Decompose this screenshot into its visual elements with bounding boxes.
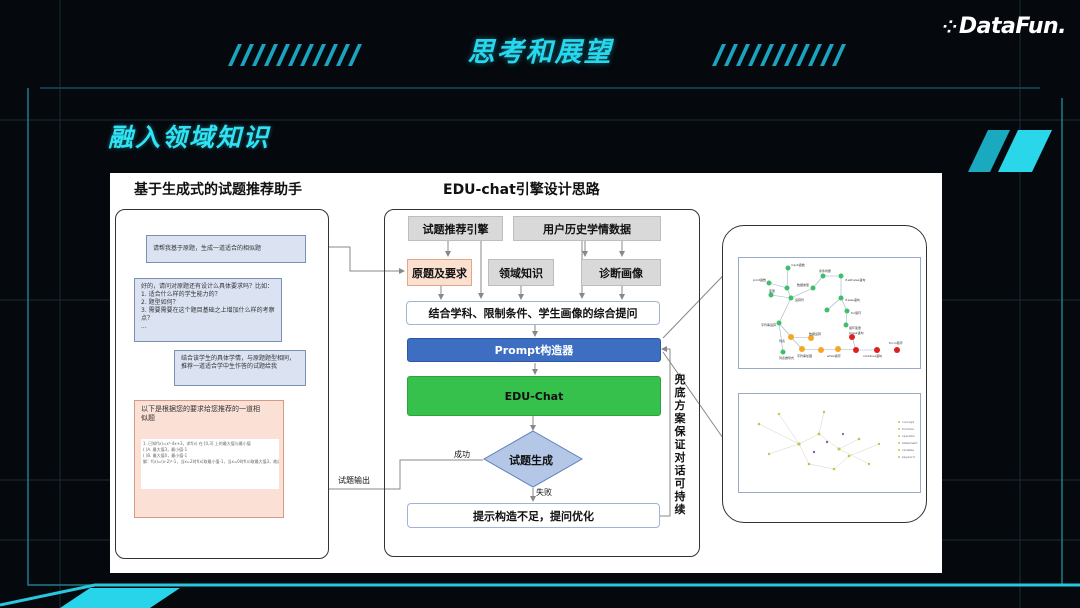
legend-label: keyword bbox=[902, 455, 915, 459]
assistant-bubble-2-line: 似题 bbox=[141, 414, 155, 422]
legend-label: function bbox=[902, 427, 914, 431]
engine-panel bbox=[384, 209, 700, 557]
assistant-bubble-1-line: 好的，请问对原题还有设计么具体要求吗？比如： bbox=[141, 283, 274, 290]
assistant-bubble-1-line: ... bbox=[141, 323, 147, 330]
left-panel-title: 基于生成式的试题推荐助手 bbox=[134, 182, 302, 198]
engine-box-domain-knowledge: 领域知识 bbox=[488, 259, 554, 286]
datafun-logo: ⁘DataFun. bbox=[942, 14, 1066, 39]
graph-label: 数据运算 bbox=[809, 331, 821, 336]
slide-title: 思考和展望 bbox=[467, 37, 613, 68]
title-stripes-right bbox=[712, 44, 846, 66]
logo-text: DataFun. bbox=[958, 14, 1067, 39]
knowledge-graph-bottom: concept function operator statement vari… bbox=[738, 393, 921, 493]
graph-label: if-elif-else语句 bbox=[845, 277, 865, 282]
graph-label: print函数 bbox=[753, 277, 766, 282]
legend-label: variable bbox=[902, 448, 914, 452]
success-label: 成功 bbox=[454, 450, 470, 459]
logo-mark-icon: ⁘ bbox=[942, 17, 957, 38]
section-title: 融入领域知识 bbox=[108, 123, 271, 152]
graph-nodes-red bbox=[849, 334, 900, 353]
title-stripes-left bbox=[228, 44, 362, 66]
assistant-bubble-1-line: 3. 需要需要在这个题目基础之上增加什么样的考察 bbox=[141, 307, 275, 314]
code-line: 1. 已知f(x)=x²-4x+3，求f(x) 在 [0,3] 上的最大值与最小… bbox=[143, 441, 251, 446]
graph-label: for循环 bbox=[851, 310, 861, 315]
graph-nodes-orange bbox=[788, 334, 841, 353]
engine-box-prompt-optimize: 提示构造不足，提问优化 bbox=[407, 503, 660, 528]
graph-nodes-green bbox=[766, 265, 850, 355]
decision-diamond bbox=[482, 430, 584, 488]
user-bubble-1-text: 请帮我基于原题，生成一道适合的相似题 bbox=[153, 245, 262, 252]
graph-label: 列表推导式 bbox=[779, 355, 794, 360]
legend-label: statement bbox=[902, 441, 918, 445]
fallback-vertical-text: 兜底方案保证对话可持续 bbox=[674, 373, 686, 516]
legend-label: concept bbox=[902, 420, 915, 424]
fail-label: 失败 bbox=[536, 488, 552, 497]
graph-label: input函数 bbox=[791, 262, 805, 267]
decision-label: 试题生成 bbox=[509, 454, 553, 467]
user-bubble-2-text: 结合该学生的具体学情，与原题题型相同，推荐一道适合学中生作答的试题给我 bbox=[181, 355, 296, 370]
engine-box-edu-chat: EDU-Chat bbox=[407, 376, 661, 416]
user-bubble-2: 结合该学生的具体学情，与原题题型相同，推荐一道适合学中生作答的试题给我 bbox=[174, 350, 306, 386]
engine-box-diagnosis: 诊断画像 bbox=[581, 259, 661, 286]
graph-label: break语句 bbox=[849, 330, 864, 335]
assistant-bubble-2-line: 以下是根据您的要求给您推荐的一道相 bbox=[141, 405, 260, 413]
output-label: 试题输出 bbox=[338, 476, 370, 485]
engine-box-prompt-builder: Prompt构造器 bbox=[407, 338, 661, 362]
graph-label: 运算符 bbox=[795, 297, 804, 302]
engine-box-history-data: 用户历史学情数据 bbox=[513, 216, 661, 241]
legend-label: operator bbox=[902, 434, 916, 438]
assistant-bubble-1-line: 点？ bbox=[141, 315, 154, 322]
knowledge-graph-bottom-svg: concept function operator statement vari… bbox=[757, 410, 918, 471]
graph-label: 数据类型 bbox=[797, 282, 809, 287]
code-line: ( )B. 最大值0，最小值-1 bbox=[143, 453, 188, 458]
graph-label: 变量 bbox=[769, 288, 775, 293]
graph-label: 字符串处理 bbox=[797, 353, 812, 358]
generated-question-code: 1. 已知f(x)=x²-4x+3，求f(x) 在 [0,3] 上的最大值与最小… bbox=[141, 439, 279, 489]
engine-box-combined-question: 结合学科、限制条件、学生画像的综合提问 bbox=[406, 301, 660, 325]
graph-label: continue语句 bbox=[863, 353, 882, 358]
code-line: 解：f(x)=(x-2)²-1，当x=2时f(x)取最小值-1，当x=0时f(x… bbox=[143, 459, 279, 464]
graph-label: 循环变量 bbox=[849, 325, 861, 330]
graph-label: while循环 bbox=[827, 353, 841, 358]
engine-box-original-question: 原题及要求 bbox=[407, 259, 472, 286]
middle-panel-title: EDU-chat引擎设计思路 bbox=[443, 182, 600, 198]
user-bubble-1: 请帮我基于原题，生成一道适合的相似题 bbox=[146, 235, 306, 263]
graph-label: 列表 bbox=[779, 338, 785, 343]
graph-label: 字符串运算 bbox=[761, 322, 776, 327]
chat-panel: 请帮我基于原题，生成一道适合的相似题 好的，请问对原题还有设计么具体要求吗？比如… bbox=[115, 209, 329, 559]
code-line: ( )A. 最大值3，最小值-1 bbox=[143, 447, 188, 452]
graph-label: for-in循环 bbox=[889, 340, 903, 345]
graph-label: 条件判断 bbox=[819, 268, 831, 273]
assistant-bubble-1-line: 2. 题型如何？ bbox=[141, 299, 179, 306]
assistant-bubble-1-line: 1. 适合什么样的学生能力的？ bbox=[141, 291, 221, 298]
graph-label: if-else语句 bbox=[845, 297, 860, 302]
diagram-content: 基于生成式的试题推荐助手 EDU-chat引擎设计思路 请帮我基于原题，生成一道… bbox=[110, 173, 942, 573]
engine-box-question-recommend: 试题推荐引擎 bbox=[408, 216, 503, 241]
assistant-bubble-1: 好的，请问对原题还有设计么具体要求吗？比如： 1. 适合什么样的学生能力的？ 2… bbox=[134, 278, 282, 342]
knowledge-graph-top-svg: input函数 条件判断 数据类型 print函数 运算符 变量 if-elif… bbox=[753, 262, 903, 360]
knowledge-graph-top: input函数 条件判断 数据类型 print函数 运算符 变量 if-elif… bbox=[738, 257, 921, 369]
assistant-bubble-2: 以下是根据您的要求给您推荐的一道相 似题 1. 已知f(x)=x²-4x+3，求… bbox=[134, 400, 284, 518]
